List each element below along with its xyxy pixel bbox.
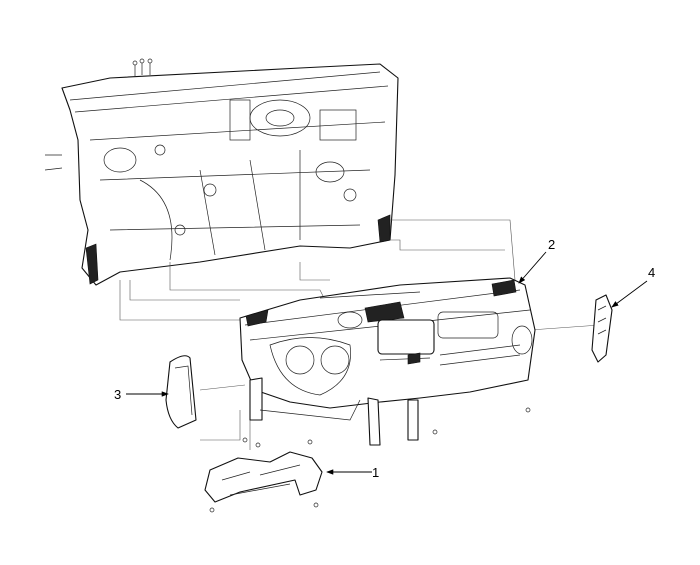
callout-4: 4	[648, 265, 656, 280]
crash-pad-assembly	[239, 277, 536, 446]
left-side-cover	[165, 355, 197, 429]
bolt-icons	[44, 58, 153, 171]
callout-3: 3	[114, 387, 122, 402]
lower-crash-pad	[204, 407, 531, 513]
body-firewall-panel	[44, 58, 399, 286]
right-side-cover	[591, 294, 613, 363]
callout-2: 2	[548, 237, 556, 252]
leader-lines	[126, 251, 648, 475]
callout-1: 1	[372, 465, 380, 480]
